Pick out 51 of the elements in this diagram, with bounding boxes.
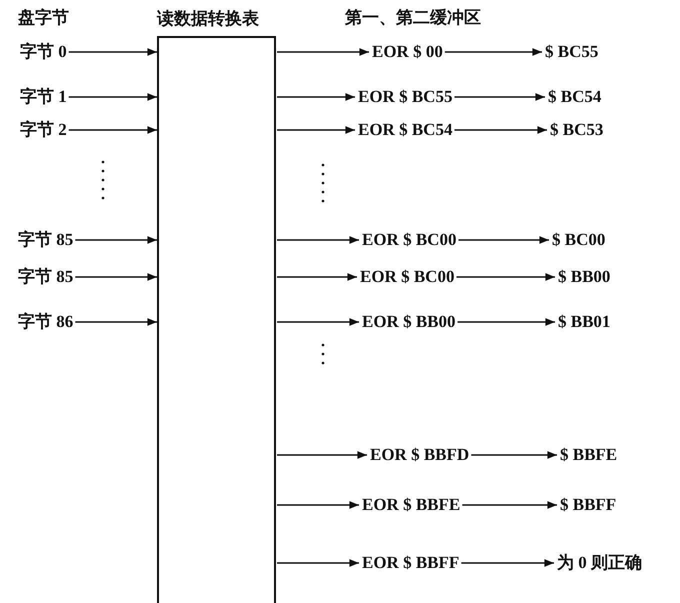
- eor-instruction: EOR $ BBFF: [362, 553, 460, 573]
- arrow: [277, 48, 369, 56]
- arrow: [471, 451, 557, 459]
- arrow: [444, 48, 542, 56]
- result-label: $ BB00: [558, 267, 610, 287]
- result-label: $ BB01: [558, 312, 610, 332]
- arrow: [68, 126, 157, 134]
- table-heading: 读数据转换表: [157, 8, 259, 30]
- arrow: [456, 273, 555, 281]
- arrow: [277, 273, 357, 281]
- column-heading: 第一、第二缓冲区: [345, 8, 481, 28]
- eor-instruction: EOR $ BBFD: [370, 445, 470, 465]
- eor-instruction: EOR $ BB00: [362, 312, 456, 332]
- arrow: [461, 559, 554, 567]
- arrow: [462, 501, 557, 509]
- result-label: $ BBFF: [560, 495, 616, 515]
- result-label: $ BC00: [552, 230, 606, 250]
- result-label: $ BC54: [548, 87, 602, 107]
- result-label: $ BBFE: [560, 445, 618, 465]
- arrow: [277, 451, 367, 459]
- arrow: [75, 318, 157, 326]
- eor-instruction: EOR $ 00: [372, 42, 443, 62]
- result-label: $ BC55: [545, 42, 598, 62]
- arrow: [75, 273, 157, 281]
- arrow: [277, 126, 355, 134]
- arrow: [458, 236, 549, 244]
- eor-instruction: EOR $ BC55: [358, 87, 452, 107]
- result-label: 为 0 则正确: [557, 553, 642, 573]
- column-heading: 盘字节: [18, 8, 69, 28]
- arrow: [68, 48, 157, 56]
- arrow: [454, 93, 545, 101]
- arrow: [277, 318, 359, 326]
- arrow: [277, 501, 359, 509]
- eor-instruction: EOR $ BC00: [362, 230, 456, 250]
- byte-label: 字节 85: [18, 267, 74, 287]
- byte-label: 字节 0: [20, 42, 67, 62]
- arrow: [458, 318, 555, 326]
- arrow: [75, 236, 157, 244]
- arrow: [277, 236, 359, 244]
- arrow: [454, 126, 547, 134]
- eor-instruction: EOR $ BC00: [360, 267, 454, 287]
- eor-instruction: EOR $ BC54: [358, 120, 452, 140]
- byte-label: 字节 85: [18, 230, 74, 250]
- arrow: [277, 559, 359, 567]
- byte-label: 字节 86: [18, 312, 74, 332]
- byte-label: 字节 1: [20, 87, 67, 107]
- eor-instruction: EOR $ BBFE: [362, 495, 460, 515]
- arrow: [277, 93, 355, 101]
- arrow: [68, 93, 157, 101]
- result-label: $ BC53: [550, 120, 604, 140]
- byte-label: 字节 2: [20, 120, 67, 140]
